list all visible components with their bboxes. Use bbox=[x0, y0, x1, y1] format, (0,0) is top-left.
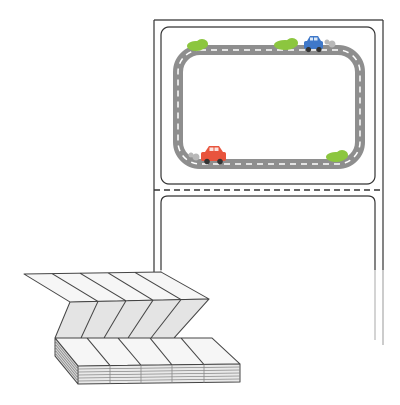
bush-icon bbox=[187, 38, 348, 162]
label-bottom bbox=[160, 195, 376, 340]
label-top bbox=[160, 26, 376, 185]
fanfold-labels-icon bbox=[23, 271, 241, 385]
car-icon bbox=[304, 36, 336, 53]
race-track-icon bbox=[173, 45, 365, 169]
car-icon bbox=[188, 146, 226, 165]
